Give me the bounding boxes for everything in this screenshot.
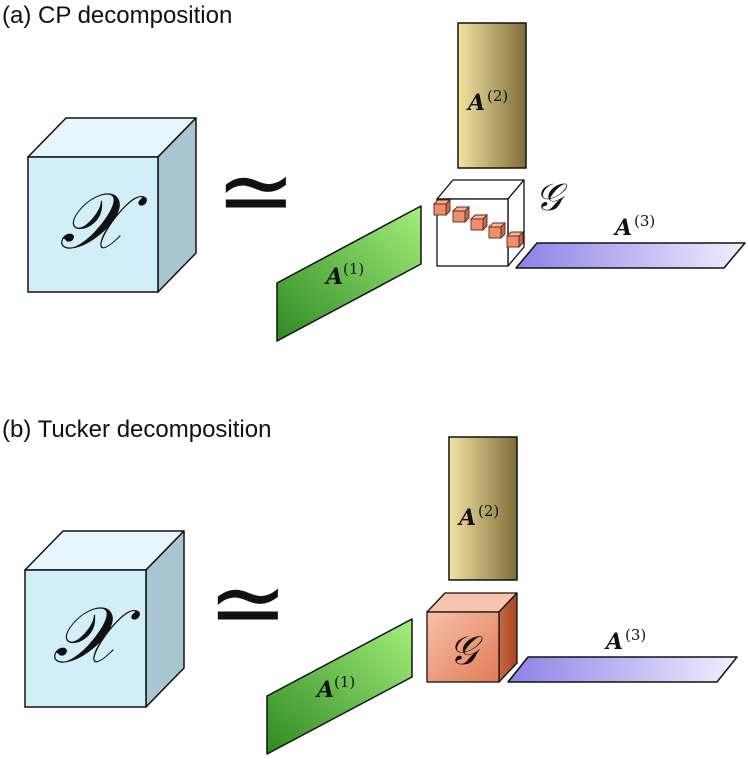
core-tensor-b: 𝒢: [426, 592, 518, 683]
approx-symbol-a: ≃: [216, 135, 296, 247]
panel-b-title: (b) Tucker decomposition: [2, 416, 272, 443]
core-symbol-a: 𝒢: [535, 175, 568, 219]
tensor-cube-b: 𝒳: [24, 530, 185, 708]
factor-a2-a-sup: (2): [487, 87, 508, 105]
panel-a-diagram: 𝒳 ≃ A (1) A (2) A (3): [27, 22, 746, 342]
tensor-cube-b-front: [24, 569, 147, 708]
factor-a2-a-shape: [457, 22, 527, 169]
factor-a2-b-shape: [448, 436, 518, 581]
panel-a-title: (a) CP decomposition: [2, 2, 233, 29]
approx-symbol-b: ≃: [208, 547, 288, 659]
factor-a1-a: A (1): [276, 205, 422, 342]
factor-a3-b-sup: (3): [625, 626, 646, 644]
factor-a1-a-base: A: [324, 264, 343, 290]
factor-a3-a-base: A: [613, 215, 632, 241]
factor-a2-a: A (2): [457, 22, 527, 169]
core-diagonal-cube-5: [505, 230, 525, 249]
factor-a3-a-shape: [515, 242, 746, 269]
factor-a1-b-base: A: [315, 677, 334, 703]
factor-a1-b-sup: (1): [334, 673, 355, 691]
factor-a3-b-shape: [507, 656, 738, 683]
tensor-cube-a: 𝒳: [27, 117, 197, 293]
tensor-cube-a-front: [27, 156, 159, 293]
core-diagonal-cube-1: [432, 198, 452, 217]
factor-a3-a: A (3): [515, 212, 746, 269]
factor-a3-b: A (3): [507, 626, 738, 683]
factor-a2-a-base: A: [466, 90, 485, 116]
factor-a1-b: A (1): [266, 618, 413, 755]
core-diagonal-cube-3: [469, 213, 489, 232]
factor-a1-a-shape: [276, 205, 422, 342]
panel-b-diagram: 𝒳 ≃ A (1) A (2) A (3) 𝒢: [24, 436, 738, 755]
factor-a3-b-base: A: [604, 629, 623, 655]
core-tensor-b-front: [426, 611, 500, 683]
factor-a1-b-shape: [266, 618, 413, 755]
factor-a3-a-sup: (3): [634, 212, 655, 230]
factor-a2-b: A (2): [448, 436, 518, 581]
factor-a1-a-sup: (1): [343, 260, 364, 278]
core-diagonal-cube-2: [451, 205, 471, 224]
core-diagonal-cube-4: [487, 221, 507, 240]
factor-a2-b-base: A: [457, 505, 476, 531]
factor-a2-b-sup: (2): [478, 502, 499, 520]
